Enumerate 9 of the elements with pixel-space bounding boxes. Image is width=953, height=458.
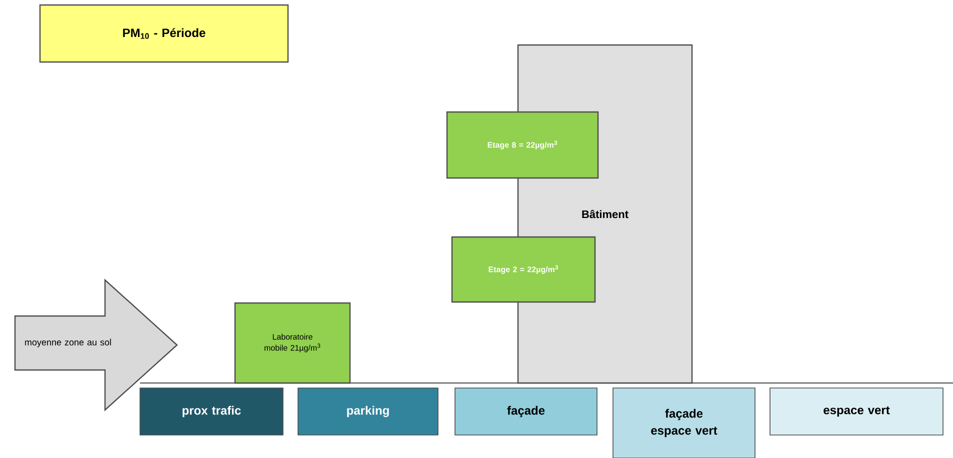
measurement-box: Laboratoire mobile 21µg/m$^{3}$ [234,302,351,384]
measurement-box: Etage 2 = 22µg/m$^{3}$ [451,236,596,303]
title-box: PM$_{10}$ - Période [39,4,289,63]
zone-box: espace vert [770,388,944,436]
zone-box: façade [454,388,598,436]
zone-box: façade espace vert [612,388,756,458]
measurement-box: Etage 8 = 22µg/m$^{3}$ [446,111,599,179]
zone-box: parking [298,388,438,436]
zone-box: prox trafic [140,388,284,436]
